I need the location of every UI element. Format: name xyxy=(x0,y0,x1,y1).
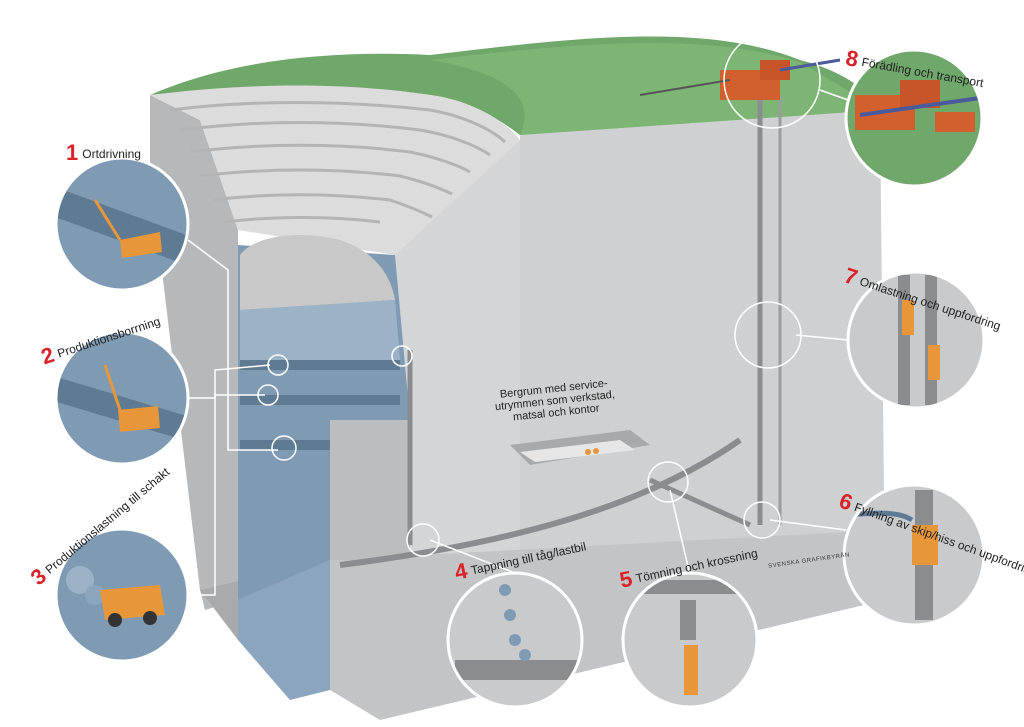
marker-circles xyxy=(257,31,821,557)
open-pit-terraces xyxy=(150,85,520,255)
detail-circle-4 xyxy=(446,571,584,709)
step-number-1: 1 xyxy=(66,140,79,165)
block-right-face xyxy=(520,110,885,600)
detail-circle-5 xyxy=(621,571,759,709)
surface-plant xyxy=(639,58,841,100)
ore-body xyxy=(238,235,410,700)
connector-lines xyxy=(187,89,849,596)
detail-circle-7 xyxy=(846,270,986,410)
block-front-step xyxy=(330,410,410,560)
step-number-8: 8 xyxy=(843,45,861,72)
detail-circle-3 xyxy=(54,527,190,663)
inner-back-wall xyxy=(395,140,520,560)
shafts-and-tunnels xyxy=(339,95,782,568)
broken-rock-pile xyxy=(240,235,395,310)
detail-circle-6 xyxy=(842,483,986,627)
detail-circle-2 xyxy=(54,330,190,466)
step-text-1: Ortdrivning xyxy=(82,147,141,161)
detail-circle-1 xyxy=(54,156,190,292)
detail-circle-8 xyxy=(844,48,984,188)
